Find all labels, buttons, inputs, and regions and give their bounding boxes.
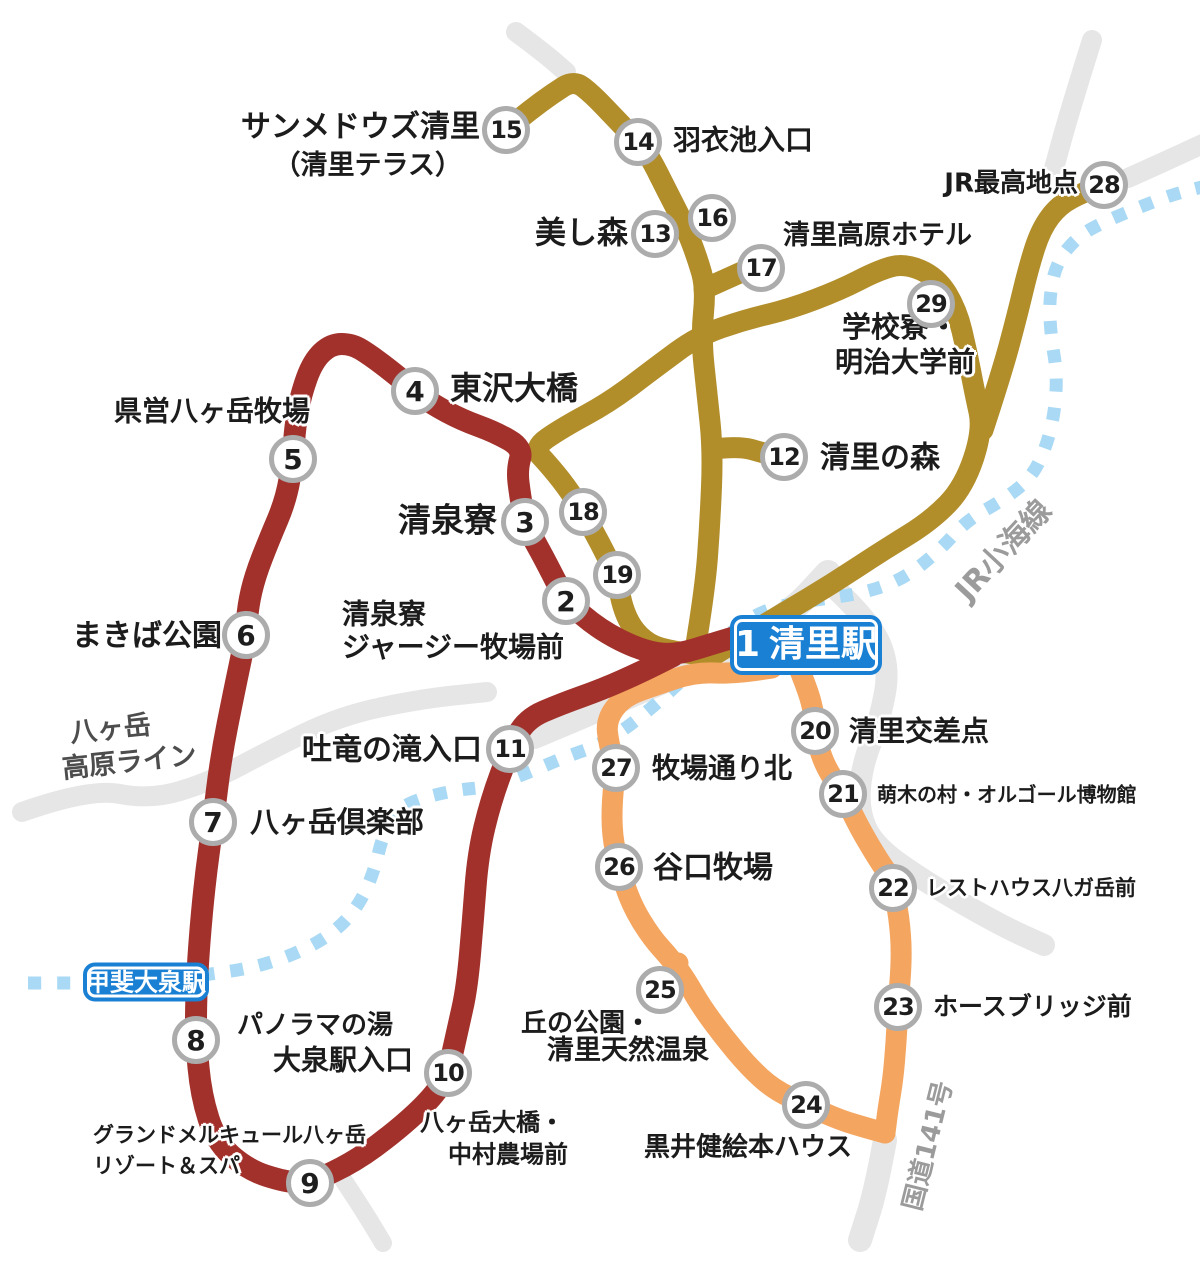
stop-number-25: 25 xyxy=(644,976,676,1004)
stop-number-7: 7 xyxy=(203,805,223,839)
stop-number-24: 24 xyxy=(790,1091,822,1119)
stop-circle-5[interactable]: 5 xyxy=(269,435,317,483)
stop-circle-29[interactable]: 29 xyxy=(907,280,955,328)
stop-number-16: 16 xyxy=(696,204,728,232)
route-orange-oka-no-koen-loop-segment-0 xyxy=(596,657,896,1144)
stop-circle-24[interactable]: 24 xyxy=(782,1081,830,1129)
stop-number-28: 28 xyxy=(1088,171,1120,199)
stop-circle-27[interactable]: 27 xyxy=(592,744,640,792)
road-top-road xyxy=(506,22,576,82)
route-gold-utsukushimori-line-segment-4 xyxy=(693,260,755,300)
stop-circle-4[interactable]: 4 xyxy=(391,367,439,415)
stop-number-20: 20 xyxy=(799,717,831,745)
stop-number-9: 9 xyxy=(300,1166,320,1200)
stop-number-14: 14 xyxy=(622,128,654,156)
stop-circle-26[interactable]: 26 xyxy=(595,843,643,891)
stop-number-21: 21 xyxy=(827,780,859,808)
stop-circle-15[interactable]: 15 xyxy=(482,106,530,154)
stop-circle-17[interactable]: 17 xyxy=(737,244,785,292)
stop-number-10: 10 xyxy=(432,1059,464,1087)
stop-circle-25[interactable]: 25 xyxy=(636,966,684,1014)
stop-circle-21[interactable]: 21 xyxy=(819,770,867,818)
stop-number-19: 19 xyxy=(601,561,633,589)
stop-circle-6[interactable]: 6 xyxy=(222,611,270,659)
stop-circle-2[interactable]: 2 xyxy=(542,577,590,625)
railway-jr-koumi-line xyxy=(28,180,1200,990)
road-route-141-road xyxy=(848,1128,897,1252)
road-bottom-road xyxy=(329,1163,392,1252)
stop-circle-10[interactable]: 10 xyxy=(424,1049,472,1097)
stop-number-6: 6 xyxy=(236,618,256,652)
stop-number-17: 17 xyxy=(745,254,777,282)
stop-circle-3[interactable]: 3 xyxy=(501,498,549,546)
stop-number-26: 26 xyxy=(603,853,635,881)
stop-number-12: 12 xyxy=(768,443,800,471)
stop-circle-13[interactable]: 13 xyxy=(631,210,679,258)
road-highest-point-road xyxy=(1043,30,1102,182)
stop-circle-14[interactable]: 14 xyxy=(614,118,662,166)
stop-circle-16[interactable]: 16 xyxy=(688,194,736,242)
stop-circle-22[interactable]: 22 xyxy=(869,864,917,912)
stop-number-22: 22 xyxy=(877,874,909,902)
station-name: 清里駅 xyxy=(769,624,878,665)
stop-circle-23[interactable]: 23 xyxy=(874,983,922,1031)
stop-circle-9[interactable]: 9 xyxy=(286,1159,334,1207)
stop-number-29: 29 xyxy=(915,290,947,318)
stop-number-2: 2 xyxy=(556,584,576,618)
stop-number-18: 18 xyxy=(567,498,599,526)
stop-circle-11[interactable]: 11 xyxy=(486,725,534,773)
stop-number-27: 27 xyxy=(600,754,632,782)
station-number: 1 xyxy=(734,624,761,665)
road-top-right-road xyxy=(1118,134,1200,188)
stop-circle-12[interactable]: 12 xyxy=(760,433,808,481)
stop-number-11: 11 xyxy=(494,735,526,763)
station-name: 甲斐大泉駅 xyxy=(86,968,206,996)
stop-circle-7[interactable]: 7 xyxy=(189,798,237,846)
stop-circle-28[interactable]: 28 xyxy=(1080,161,1128,209)
stop-number-15: 15 xyxy=(490,116,522,144)
station-box-1[interactable]: 甲斐大泉駅 xyxy=(83,962,209,1002)
station-box-inner: 甲斐大泉駅 xyxy=(86,966,206,998)
stop-number-4: 4 xyxy=(405,374,425,408)
stop-circle-20[interactable]: 20 xyxy=(791,707,839,755)
route-gold-utsukushimori-line-segment-2 xyxy=(972,175,1115,441)
stop-circle-8[interactable]: 8 xyxy=(172,1016,220,1064)
stop-number-3: 3 xyxy=(515,505,535,539)
stop-number-5: 5 xyxy=(283,442,303,476)
stop-circle-18[interactable]: 18 xyxy=(559,488,607,536)
route-gold-utsukushimori-line-segment-3 xyxy=(702,437,775,464)
stop-number-8: 8 xyxy=(186,1023,206,1057)
stop-number-13: 13 xyxy=(639,220,671,248)
stop-circle-19[interactable]: 19 xyxy=(593,551,641,599)
road-yatsugatake-kogen-line xyxy=(12,682,497,822)
stop-number-23: 23 xyxy=(882,993,914,1021)
